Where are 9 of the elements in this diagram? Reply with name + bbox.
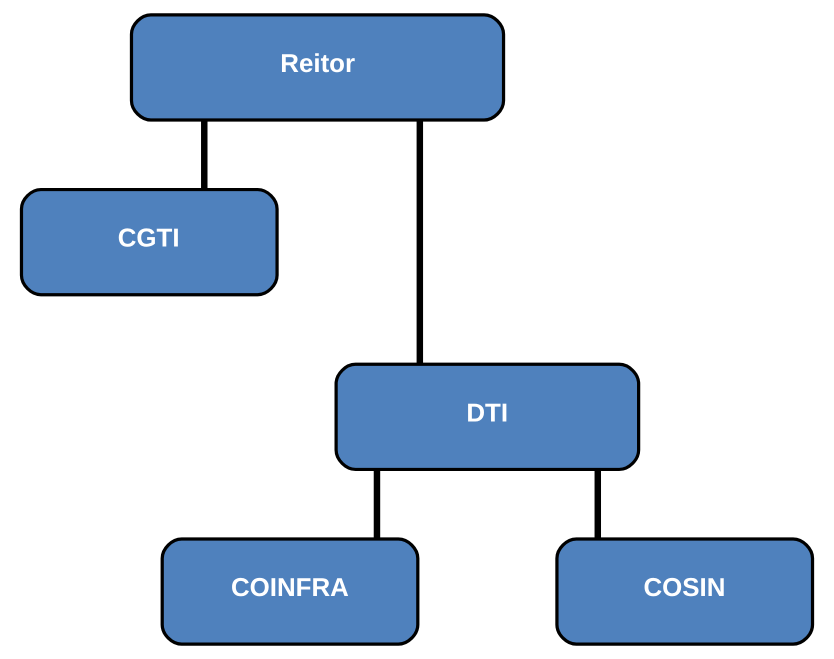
node-box: COSIN [555,537,814,646]
connector [201,120,208,190]
connector [374,470,380,539]
node-box: COINFRA [160,537,420,646]
connector [416,120,424,364]
node-box: DTI [334,362,640,472]
connector [594,470,602,539]
node-box: Reitor [130,13,506,122]
node-box: CGTI [20,188,279,296]
